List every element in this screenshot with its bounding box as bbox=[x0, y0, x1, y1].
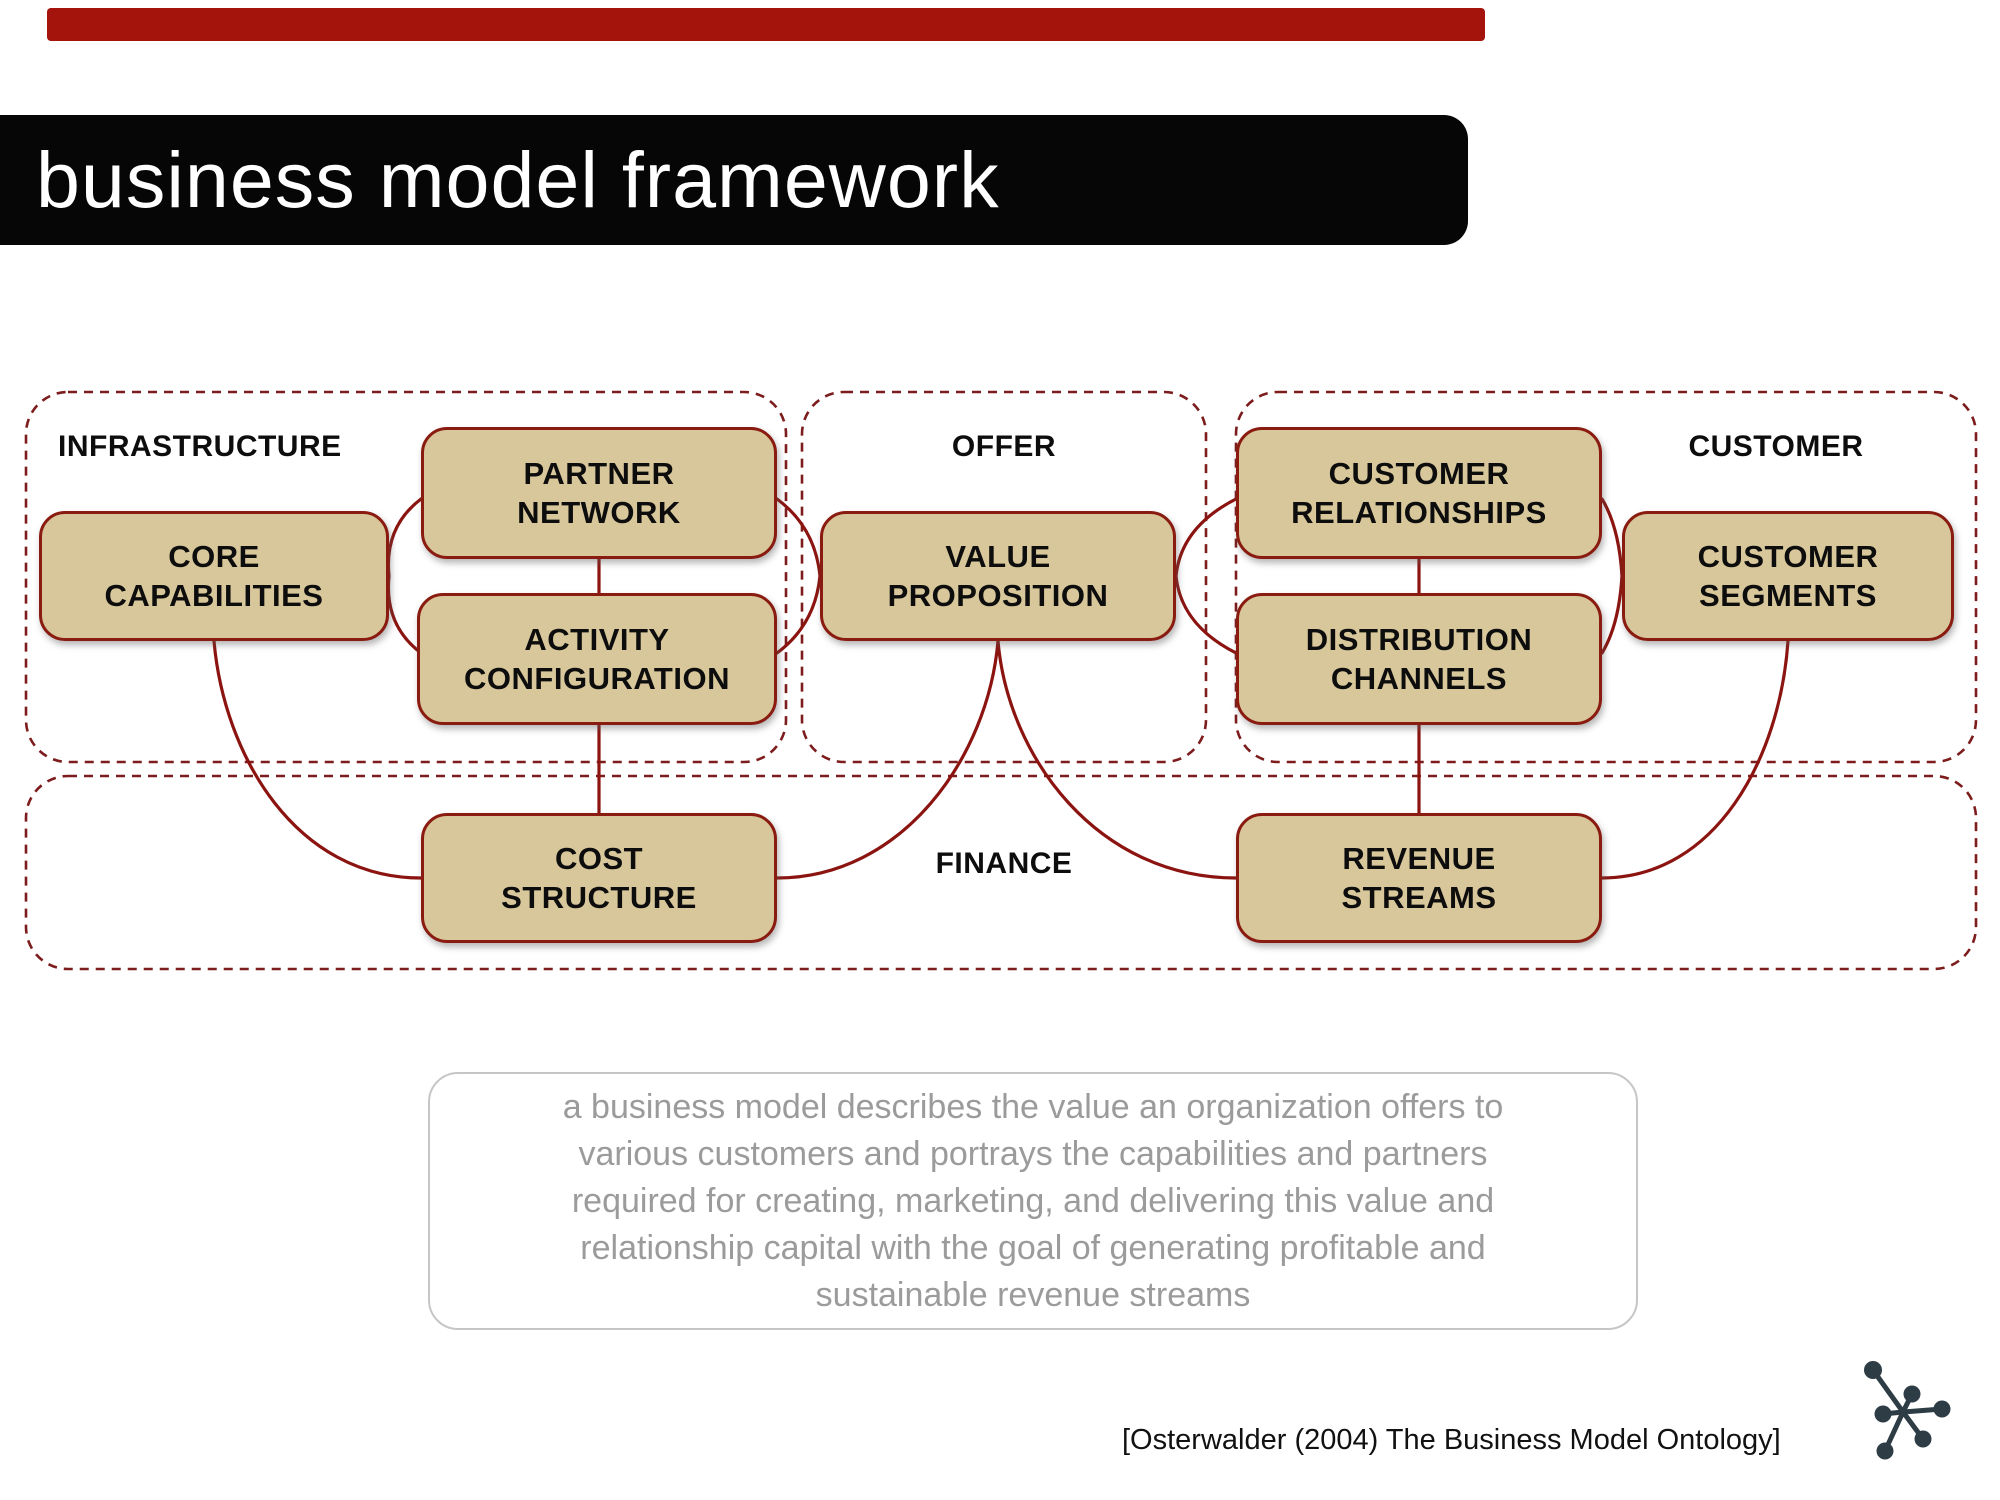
box-core-capabilities: CORE CAPABILITIES bbox=[39, 511, 389, 641]
curve-segments-to-revenue bbox=[1600, 639, 1790, 880]
definition-box: a business model describes the value an … bbox=[428, 1072, 1638, 1330]
definition-line: various customers and portrays the capab… bbox=[578, 1134, 1488, 1173]
curve-value-to-cost bbox=[775, 639, 1000, 880]
region-frame-infrastructure bbox=[24, 390, 788, 764]
page-title: business model framework bbox=[36, 135, 1000, 224]
top-accent-bar bbox=[47, 8, 1485, 41]
box-revenue-streams: REVENUE STREAMS bbox=[1236, 813, 1602, 943]
region-label-infrastructure: INFRASTRUCTURE bbox=[58, 430, 342, 463]
region-frame-finance bbox=[24, 774, 1978, 971]
box-distribution-channels: DISTRIBUTION CHANNELS bbox=[1236, 593, 1602, 725]
box-cost-structure: COST STRUCTURE bbox=[421, 813, 777, 943]
region-label-customer: CUSTOMER bbox=[1688, 430, 1864, 463]
box-customer-relationships: CUSTOMER RELATIONSHIPS bbox=[1236, 427, 1602, 559]
molecule-network-icon bbox=[1864, 1361, 1951, 1460]
curve-core-to-cost bbox=[212, 639, 423, 880]
region-label-offer: OFFER bbox=[951, 430, 1057, 463]
box-customer-segments: CUSTOMER SEGMENTS bbox=[1622, 511, 1954, 641]
box-activity-configuration: ACTIVITY CONFIGURATION bbox=[417, 593, 777, 725]
brace-value-to-relationships-channels bbox=[1174, 497, 1238, 655]
definition-line: a business model describes the value an … bbox=[562, 1087, 1504, 1126]
brace-relationships-channels-to-segments bbox=[1600, 497, 1624, 655]
definition-line: required for creating, marketing, and de… bbox=[571, 1181, 1495, 1220]
citation-text: [Osterwalder (2004) The Business Model O… bbox=[1122, 1424, 1781, 1456]
curve-value-to-revenue bbox=[996, 639, 1238, 880]
box-partner-network: PARTNER NETWORK bbox=[421, 427, 777, 559]
region-label-finance: FINANCE bbox=[935, 847, 1073, 880]
region-frame-customer bbox=[1234, 390, 1978, 764]
definition-line: relationship capital with the goal of ge… bbox=[580, 1228, 1486, 1267]
box-value-proposition: VALUE PROPOSITION bbox=[820, 511, 1176, 641]
brace-partner-activity-to-value bbox=[775, 497, 822, 655]
region-frame-offer bbox=[800, 390, 1208, 764]
definition-line: sustainable revenue streams bbox=[815, 1275, 1251, 1314]
brace-core-to-partner-activity bbox=[386, 497, 423, 655]
title-bar: business model framework bbox=[0, 115, 1468, 245]
